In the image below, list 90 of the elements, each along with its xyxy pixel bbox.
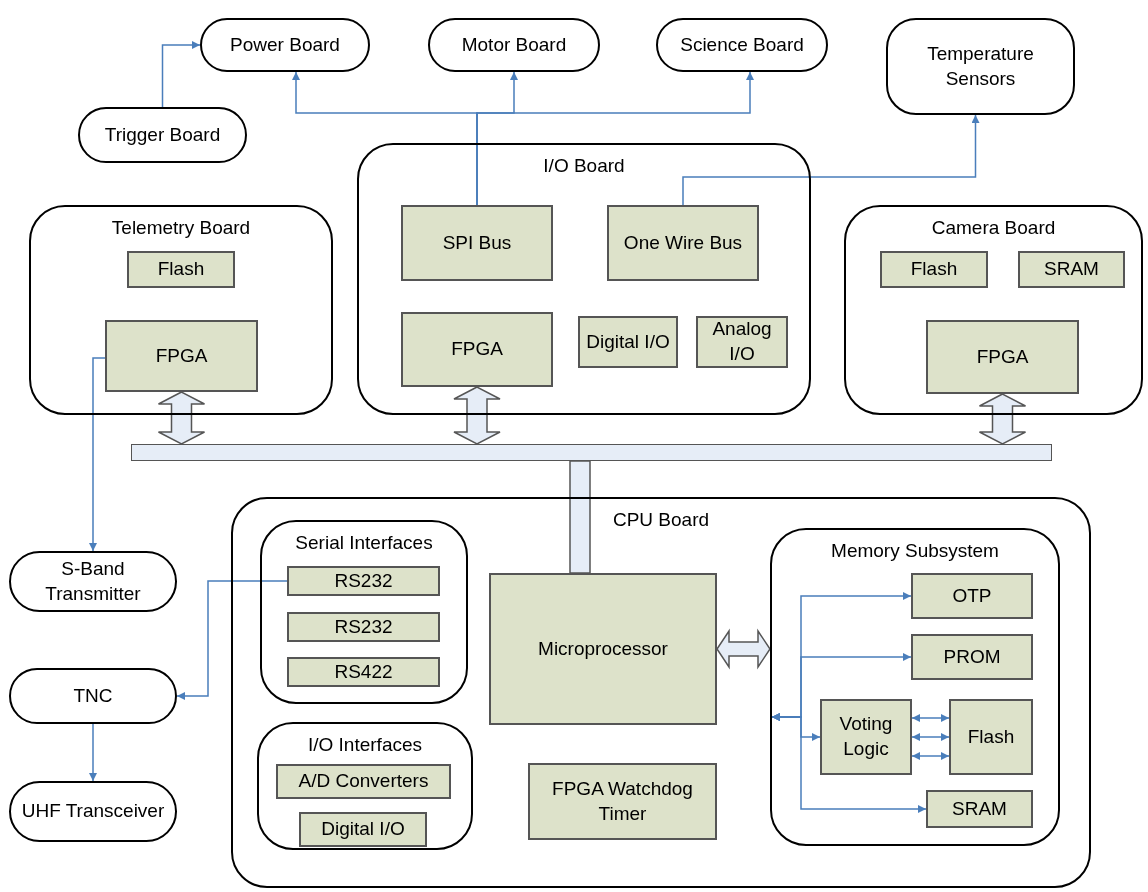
board-heading: Serial Interfaces bbox=[294, 532, 434, 554]
arrow bbox=[771, 713, 927, 813]
board-container bbox=[231, 497, 1091, 888]
node-label: FPGA Watchdog Timer bbox=[551, 776, 694, 826]
board-heading: CPU Board bbox=[611, 509, 711, 531]
node-label: Microprocessor bbox=[537, 636, 669, 661]
node-label: One Wire Bus bbox=[622, 230, 744, 255]
arrow bbox=[911, 752, 950, 760]
double-block-arrow bbox=[716, 628, 771, 670]
node-label: PROM bbox=[942, 644, 1002, 669]
rounded-node bbox=[200, 18, 370, 72]
component-box bbox=[276, 764, 451, 799]
board-heading: Memory Subsystem bbox=[830, 540, 1000, 562]
bus-connector bbox=[569, 460, 591, 574]
component-box bbox=[949, 699, 1033, 775]
node-label: Digital I/O bbox=[320, 817, 406, 842]
node-label: Flash bbox=[909, 257, 959, 282]
component-box bbox=[578, 316, 678, 368]
node-label: UHF Transceiver bbox=[20, 799, 166, 824]
board-heading: I/O Board bbox=[542, 155, 626, 177]
node-label: SRAM bbox=[1043, 257, 1100, 282]
component-box bbox=[880, 251, 988, 288]
component-box bbox=[528, 763, 717, 840]
component-box bbox=[911, 573, 1033, 619]
node-label: SRAM bbox=[951, 796, 1008, 821]
node-label: FPGA bbox=[450, 337, 504, 362]
component-box bbox=[287, 657, 440, 687]
node-label: RS232 bbox=[333, 568, 394, 593]
node-label: Flash bbox=[966, 724, 1016, 749]
node-label: Voting Logic bbox=[838, 712, 894, 761]
component-box bbox=[299, 812, 427, 847]
node-label: RS422 bbox=[333, 659, 394, 684]
double-block-arrow bbox=[453, 386, 501, 445]
system-bus-bar bbox=[131, 444, 1052, 461]
rounded-node bbox=[9, 781, 177, 842]
node-label: OTP bbox=[951, 583, 993, 608]
node-label: Science Board bbox=[679, 32, 805, 57]
component-box bbox=[926, 320, 1079, 394]
node-label: TNC bbox=[72, 683, 114, 708]
node-label: Motor Board bbox=[460, 32, 568, 57]
arrow bbox=[476, 71, 754, 206]
rounded-node bbox=[9, 668, 177, 724]
rounded-node bbox=[9, 551, 177, 612]
component-box bbox=[820, 699, 912, 775]
rounded-node bbox=[886, 18, 1075, 115]
node-label: S-Band Transmitter bbox=[44, 556, 142, 606]
double-block-arrow bbox=[157, 391, 206, 445]
component-box bbox=[105, 320, 258, 392]
component-box bbox=[607, 205, 759, 281]
node-label: Flash bbox=[156, 257, 206, 282]
node-label: FPGA bbox=[154, 343, 209, 368]
board-container bbox=[357, 143, 811, 415]
board-heading: Telemetry Board bbox=[110, 217, 252, 239]
double-block-arrow bbox=[978, 393, 1027, 445]
arrow bbox=[911, 714, 950, 722]
node-label: FPGA bbox=[975, 344, 1030, 369]
board-container bbox=[257, 722, 473, 850]
component-box bbox=[1018, 251, 1125, 288]
node-label: Temperature Sensors bbox=[926, 41, 1035, 91]
node-label: Power Board bbox=[229, 32, 341, 57]
arrow bbox=[176, 580, 288, 700]
board-container bbox=[260, 520, 468, 704]
rounded-node bbox=[428, 18, 600, 72]
board-heading: Camera Board bbox=[930, 217, 1057, 239]
rounded-node bbox=[656, 18, 828, 72]
component-box bbox=[489, 573, 717, 725]
node-label: Trigger Board bbox=[103, 122, 222, 147]
component-box bbox=[127, 251, 235, 288]
arrow bbox=[161, 41, 201, 108]
rounded-node bbox=[78, 107, 247, 163]
component-box bbox=[911, 634, 1033, 680]
component-box bbox=[401, 312, 553, 387]
component-box bbox=[287, 612, 440, 642]
component-box bbox=[401, 205, 553, 281]
component-box bbox=[926, 790, 1033, 828]
node-label: Digital I/O bbox=[585, 329, 671, 354]
board-container bbox=[770, 528, 1060, 846]
arrow bbox=[911, 733, 950, 741]
node-label: SPI Bus bbox=[441, 230, 513, 255]
component-box bbox=[696, 316, 788, 368]
node-label: A/D Converters bbox=[297, 769, 430, 794]
board-container bbox=[29, 205, 333, 415]
board-container bbox=[844, 205, 1143, 415]
arrow bbox=[89, 723, 97, 782]
arrow bbox=[682, 114, 980, 206]
component-box bbox=[287, 566, 440, 596]
board-heading: I/O Interfaces bbox=[306, 734, 423, 756]
node-label: Analog I/O bbox=[711, 317, 773, 366]
node-label: RS232 bbox=[333, 614, 394, 639]
arrow bbox=[89, 357, 106, 552]
